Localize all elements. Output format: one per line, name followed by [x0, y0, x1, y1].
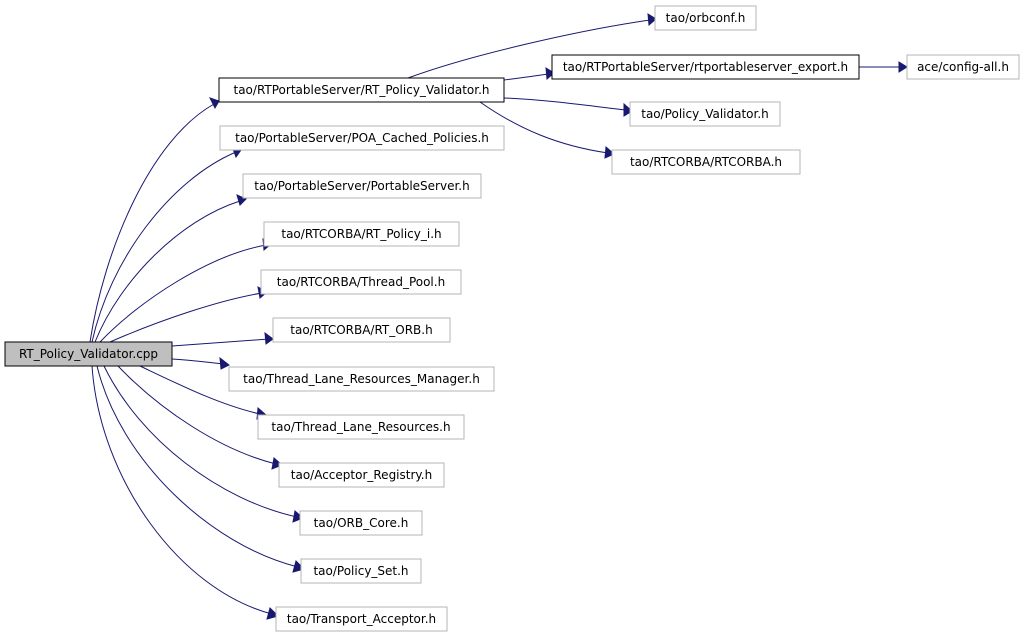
arrowhead-icon — [264, 331, 274, 345]
node-label: tao/PortableServer/PortableServer.h — [254, 179, 469, 193]
edge-rtpv-polval — [503, 97, 633, 117]
edge-line — [479, 101, 609, 154]
node-label: tao/orbconf.h — [666, 11, 746, 25]
node-label: tao/Transport_Acceptor.h — [287, 612, 436, 626]
arrowhead-icon — [545, 67, 555, 81]
edge-root-portable — [94, 194, 247, 343]
node-label: tao/RTPortableServer/rtportableserver_ex… — [563, 60, 848, 74]
node-rtpolicyi[interactable]: tao/RTCORBA/RT_Policy_i.h — [263, 221, 460, 247]
edge-export-config — [859, 61, 908, 73]
arrowhead-icon — [604, 145, 615, 159]
edge-line — [109, 292, 263, 343]
node-policyset[interactable]: tao/Policy_Set.h — [300, 558, 422, 584]
edge-line — [94, 200, 241, 343]
node-tlrm[interactable]: tao/Thread_Lane_Resources_Manager.h — [228, 366, 495, 392]
node-label: ace/config-all.h — [917, 60, 1009, 74]
edge-line — [96, 365, 299, 568]
node-box — [629, 101, 781, 127]
node-label: tao/RTCORBA/RT_Policy_i.h — [281, 227, 441, 241]
edge-root-acceptor — [117, 365, 283, 470]
arrowhead-icon — [623, 102, 633, 117]
node-label: tao/RTCORBA/Thread_Pool.h — [277, 275, 445, 289]
node-box — [278, 462, 445, 488]
edge-line — [89, 103, 215, 343]
edge-rtpv-orbconf — [407, 13, 657, 79]
edge-line — [503, 73, 549, 81]
edge-rtpv-rtcorba — [479, 101, 615, 159]
edge-root-transport — [91, 365, 279, 620]
node-acceptor[interactable]: tao/Acceptor_Registry.h — [278, 462, 445, 488]
node-box — [218, 77, 505, 103]
node-rtorb[interactable]: tao/RTCORBA/RT_ORB.h — [272, 317, 451, 343]
edge-line — [407, 19, 651, 79]
node-tlr[interactable]: tao/Thread_Lane_Resources.h — [257, 414, 465, 440]
node-box — [654, 5, 757, 31]
node-box — [260, 269, 462, 295]
node-orbconf[interactable]: tao/orbconf.h — [654, 5, 757, 31]
node-box — [275, 606, 448, 632]
node-box — [257, 414, 465, 440]
node-rtcorba[interactable]: tao/RTCORBA/RTCORBA.h — [611, 149, 801, 175]
node-box — [272, 317, 451, 343]
node-portable[interactable]: tao/PortableServer/PortableServer.h — [242, 173, 482, 199]
edge-root-orbcore — [103, 365, 304, 523]
node-box — [551, 54, 860, 80]
edge-root-threadpool — [109, 286, 268, 343]
node-box — [263, 221, 460, 247]
node-box — [299, 510, 423, 536]
node-box — [228, 366, 495, 392]
edge-line — [171, 358, 225, 365]
arrowhead-icon — [292, 510, 304, 523]
arrowhead-icon — [219, 356, 230, 370]
node-label: tao/Acceptor_Registry.h — [291, 468, 432, 482]
edge-line — [171, 338, 270, 347]
node-rtpv[interactable]: tao/RTPortableServer/RT_Policy_Validator… — [218, 77, 505, 103]
node-config[interactable]: ace/config-all.h — [906, 54, 1020, 80]
edge-root-rtpolicyi — [99, 238, 272, 343]
node-root: RT_Policy_Validator.cpp — [4, 341, 173, 367]
edge-line — [91, 365, 273, 615]
arrowhead-icon — [209, 97, 220, 110]
edges-layer — [89, 13, 908, 620]
node-label: tao/Thread_Lane_Resources_Manager.h — [243, 372, 480, 386]
edge-line — [99, 244, 267, 343]
node-box — [242, 173, 482, 199]
node-label: RT_Policy_Validator.cpp — [19, 347, 158, 361]
edge-line — [91, 151, 237, 343]
node-label: tao/Policy_Set.h — [313, 564, 408, 578]
edge-rtpv-export — [503, 67, 555, 81]
arrowhead-icon — [647, 13, 657, 27]
nodes-layer: RT_Policy_Validator.cpp tao/RTPortableSer… — [4, 5, 1020, 632]
node-transport[interactable]: tao/Transport_Acceptor.h — [275, 606, 448, 632]
node-box — [611, 149, 801, 175]
edge-line — [503, 97, 627, 111]
edge-root-rtpv — [89, 97, 220, 343]
node-polval[interactable]: tao/Policy_Validator.h — [629, 101, 781, 127]
node-box — [300, 558, 422, 584]
edge-root-rtorb — [171, 331, 274, 347]
edge-root-tlrm — [171, 356, 230, 370]
arrowhead-icon — [898, 61, 908, 73]
node-box — [4, 341, 173, 367]
node-box — [906, 54, 1020, 80]
node-label: tao/Policy_Validator.h — [641, 107, 769, 121]
node-poacached[interactable]: tao/PortableServer/POA_Cached_Policies.h — [219, 125, 505, 151]
node-label: tao/Thread_Lane_Resources.h — [271, 420, 450, 434]
node-threadpool[interactable]: tao/RTCORBA/Thread_Pool.h — [260, 269, 462, 295]
edge-line — [103, 365, 298, 518]
node-label: tao/RTPortableServer/RT_Policy_Validator… — [234, 83, 490, 97]
node-orbcore[interactable]: tao/ORB_Core.h — [299, 510, 423, 536]
arrowhead-icon — [271, 457, 283, 470]
node-label: tao/ORB_Core.h — [314, 516, 409, 530]
arrowhead-icon — [266, 607, 279, 620]
node-label: tao/RTCORBA/RT_ORB.h — [290, 323, 432, 337]
arrowhead-icon — [236, 194, 247, 206]
edge-line — [139, 365, 261, 415]
node-label: tao/RTCORBA/RTCORBA.h — [630, 155, 782, 169]
node-box — [219, 125, 505, 151]
edge-line — [117, 365, 277, 465]
node-label: tao/PortableServer/POA_Cached_Policies.h — [235, 131, 489, 145]
node-export[interactable]: tao/RTPortableServer/rtportableserver_ex… — [551, 54, 860, 80]
